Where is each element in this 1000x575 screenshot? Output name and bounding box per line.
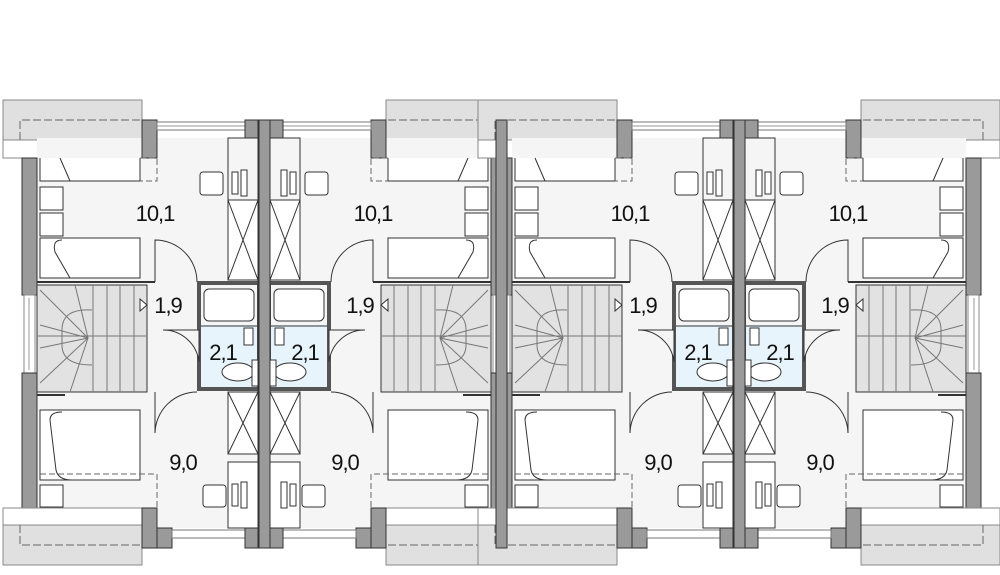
- area-label-bathroom: 2,1: [766, 340, 794, 365]
- area-label-bathroom: 2,1: [291, 340, 319, 365]
- area-label-hall: 1,9: [346, 293, 374, 318]
- unit-3-plan: [476, 98, 746, 567]
- area-label-hall: 1,9: [629, 293, 657, 318]
- area-label-bedroom-bottom: 9,0: [644, 450, 672, 475]
- area-label-hall: 1,9: [821, 293, 849, 318]
- area-label-bedroom-bottom: 9,0: [331, 450, 359, 475]
- building-block-right: [476, 98, 1000, 567]
- area-label-bedroom-top: 10,1: [829, 201, 869, 226]
- unit-1-plan: [1, 98, 271, 567]
- area-label-bedroom-top: 10,1: [354, 201, 394, 226]
- area-label-bedroom-top: 10,1: [136, 201, 176, 226]
- area-label-bedroom-top: 10,1: [611, 201, 651, 226]
- area-label-hall: 1,9: [154, 293, 182, 318]
- area-label-bathroom: 2,1: [684, 340, 712, 365]
- building-block-left: [1, 98, 527, 567]
- block-separation-wall: [495, 119, 508, 549]
- area-label-bedroom-bottom: 9,0: [806, 450, 834, 475]
- area-label-bathroom: 2,1: [209, 340, 237, 365]
- area-label-bedroom-bottom: 9,0: [169, 450, 197, 475]
- unit-4-plan: [732, 98, 1000, 567]
- unit-2-plan: [257, 98, 527, 567]
